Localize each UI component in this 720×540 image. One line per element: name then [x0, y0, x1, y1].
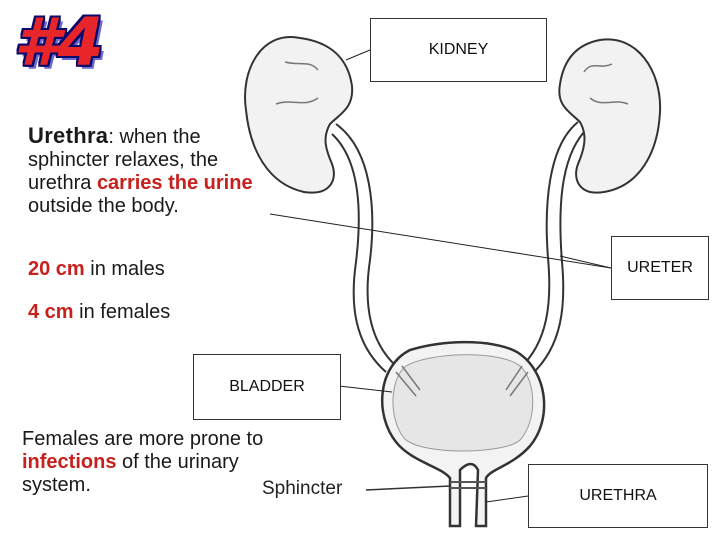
sphincter-label: Sphincter: [262, 478, 342, 500]
urethra-definition: Urethra: when the sphincter relaxes, the…: [28, 124, 278, 218]
female-length-line: 4 cm in females: [28, 301, 170, 324]
ureter-leader-line-right: [560, 256, 611, 268]
infection-note: Females are more prone to infections of …: [22, 428, 292, 497]
urethra-label: URETHRA: [528, 464, 708, 528]
definition-term: Urethra: [28, 123, 108, 148]
ureter-label: URETER: [611, 236, 709, 300]
male-length-text: in males: [85, 258, 165, 280]
definition-text-end: outside the body.: [28, 195, 179, 217]
definition-highlight: carries the urine: [97, 172, 253, 194]
kidney-leader-line: [346, 50, 370, 60]
male-length-line: 20 cm in males: [28, 258, 165, 281]
left-ureter: [332, 124, 396, 372]
sphincter-pointer: [366, 486, 450, 490]
right-ureter: [520, 122, 584, 374]
kidney-label: KIDNEY: [370, 18, 547, 82]
slide-number-badge: #4: [14, 10, 102, 76]
female-length-value: 4 cm: [28, 301, 74, 323]
note-text-start: Females are more prone to: [22, 428, 263, 450]
note-highlight: infections: [22, 451, 116, 473]
urethra-leader-line: [486, 496, 528, 502]
female-length-text: in females: [74, 301, 171, 323]
bladder-label: BLADDER: [193, 354, 341, 420]
male-length-value: 20 cm: [28, 258, 85, 280]
right-kidney: [559, 39, 660, 192]
